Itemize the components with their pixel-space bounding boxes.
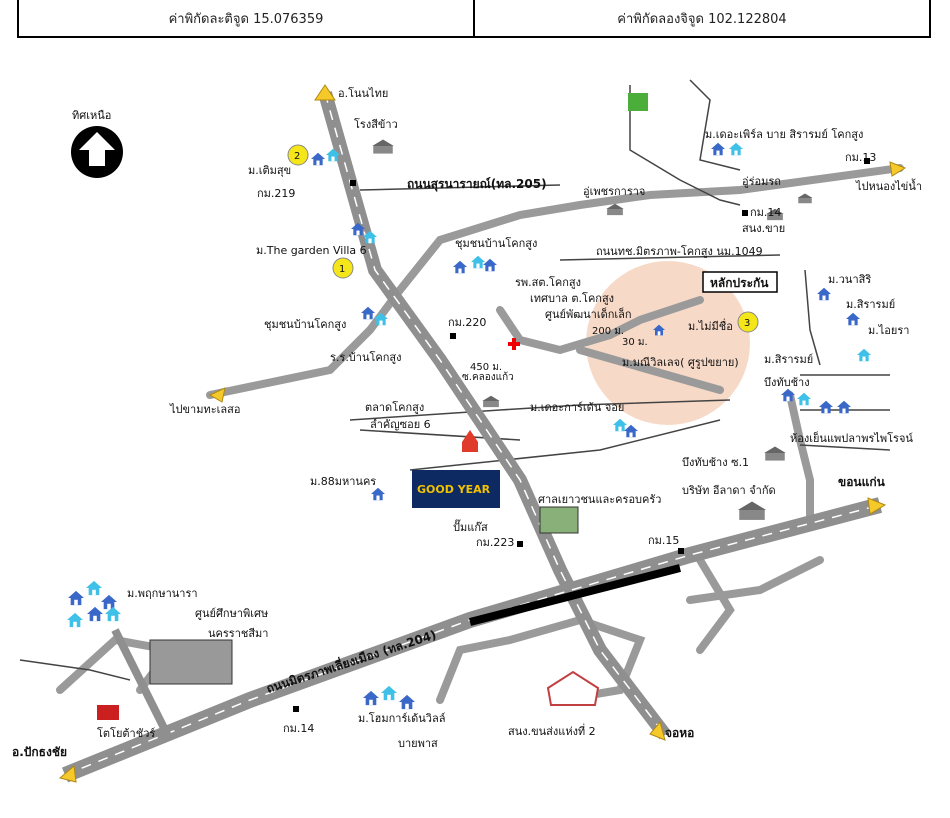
green-area bbox=[628, 93, 648, 111]
bai-phas-label: บายพาส bbox=[398, 737, 438, 750]
toyota-logo bbox=[97, 705, 119, 720]
km14-top-label: กม.14 bbox=[750, 206, 781, 219]
ban-toem-suk-label: ม.เติมสุข bbox=[248, 164, 291, 177]
sala-label: ศาลเยาวชนและครอบครัว bbox=[538, 493, 661, 506]
ban-phruksa-label: ม.พฤกษานารา bbox=[127, 587, 198, 600]
khon-kaen-label: ขอนแก่น bbox=[838, 475, 886, 489]
pak-thong-chai-label: อ.ปักธงชัย bbox=[12, 745, 67, 759]
km223-label: กม.223 bbox=[476, 536, 514, 549]
main-road-vertical bbox=[318, 91, 671, 740]
thanon-surnarai-label: ถนนสุรนารายณ์(ทล.205) bbox=[407, 177, 547, 192]
special-ed-building bbox=[149, 639, 233, 685]
marker-3: 3 bbox=[737, 311, 759, 333]
garden-villa-label: ม.The garden Villa 6 bbox=[256, 244, 367, 257]
u-om-rot-label: อู่ร่อมรถ bbox=[742, 175, 781, 188]
goodyear-logo bbox=[412, 470, 500, 508]
mittraphap-road-label: ถนนมิตรภาพเลี่ยงเมือง (ทล.204) bbox=[264, 626, 438, 696]
nonthai-label: อ.โนนไทย bbox=[338, 86, 388, 100]
special-ed-label: ศูนย์ศึกษาพิเศษ bbox=[195, 607, 268, 620]
bueng-thap-chang-1-label: บึงทับช้าง ซ.1 bbox=[682, 456, 749, 469]
lak-prakan-box bbox=[702, 271, 778, 293]
ban-manee-label: ม.มณีวิลเลจ( ศูรูปขยาย) bbox=[622, 356, 739, 369]
hospital-icon-v bbox=[512, 338, 516, 350]
lak-prakan-label: หลักประกัน bbox=[710, 276, 769, 290]
child-center-label: ศูนย์พัฒนาเด็กเล็ก bbox=[545, 307, 632, 321]
company-label: บริษัท อีลาดา จำกัด bbox=[682, 484, 776, 497]
km13-label: กม.13 bbox=[845, 151, 876, 164]
ban-sirarom-1-label: ม.สิรารมย์ bbox=[846, 298, 895, 311]
sala-building bbox=[539, 506, 579, 534]
ban-oy-ra-label: ม.ไอยรา bbox=[868, 324, 909, 337]
main-highway bbox=[61, 497, 883, 783]
road-1049-label: ถนนทช.มิตรภาพ-โคกสูง นม.1049 bbox=[596, 244, 763, 258]
km-post-icons bbox=[293, 158, 870, 712]
north-arrow-icon bbox=[71, 126, 123, 178]
sanong-khai-label: สนง.ขาย bbox=[742, 222, 785, 235]
km219-label: กม.219 bbox=[257, 187, 295, 200]
u-phetcharakan-label: อู่เพชรการาจ bbox=[583, 185, 645, 198]
bueng-thap-chang-label: บึงทับช้าง bbox=[764, 376, 810, 389]
km15-label: กม.15 bbox=[648, 534, 679, 547]
garden-home-label: ม.เดอะการ์เด้น จอย bbox=[530, 401, 624, 414]
svg-text:3: 3 bbox=[744, 318, 750, 329]
ban-88-label: ม.88มหานคร bbox=[310, 475, 376, 488]
toyota-label: โตโยต้าชัวร์ bbox=[97, 726, 155, 740]
community-left-label: ชุมชนบ้านโคกสูง bbox=[264, 317, 346, 331]
km14-bottom-label: กม.14 bbox=[283, 722, 314, 735]
ban-mai-si-rue-label: ม.ไม่มีชื่อ bbox=[688, 318, 733, 333]
latitude-cell: ค่าพิกัดละติจูด 15.076359 bbox=[168, 11, 324, 27]
cold-storage-label: ห้องเย็นแพปลาพรไพโรจน์ bbox=[790, 431, 913, 445]
north-label: ทิศเหนือ bbox=[72, 109, 111, 122]
sanong-khonsong-label: สนง.ขนส่งแห่งที่ 2 bbox=[508, 723, 596, 738]
svg-text:2: 2 bbox=[294, 151, 300, 162]
ban-home-garden-label: ม.โฮมการ์เด้นวิลล์ bbox=[358, 711, 445, 725]
chok-chai-label: จอหอ bbox=[665, 726, 694, 740]
marker-1: 1 bbox=[332, 257, 354, 279]
svg-text:1: 1 bbox=[339, 264, 345, 275]
secondary-roads bbox=[56, 164, 904, 704]
the-parc-label: ม.เดอะเพิร์ล บาย สิรารมย์ โคกสูง bbox=[705, 127, 863, 141]
dist30-label: 30 ม. bbox=[622, 337, 648, 348]
direction-arrows bbox=[58, 84, 907, 783]
to-thale-so-label: ไปขามทะเลสอ bbox=[169, 403, 240, 416]
to-nong-khai-nam-label: ไปหนองไข่น้ำ bbox=[855, 178, 922, 193]
sanong-khonsong-building bbox=[546, 670, 600, 706]
ban-wanasiri-label: ม.วนาสิริ bbox=[828, 273, 871, 286]
dist200-label: 200 ม. bbox=[592, 326, 624, 337]
tessaban-label: เทศบาล ต.โคกสูง bbox=[530, 291, 614, 305]
ban-sirarom-2-label: ม.สิรารมย์ bbox=[764, 353, 813, 366]
pump-gas-label: ปั๊มแก๊ส bbox=[453, 519, 488, 534]
nakhon-ratchasima-label: นครราชสีมา bbox=[208, 627, 268, 640]
goodyear-text: GOOD YEAR bbox=[417, 483, 491, 496]
talat-label: ตลาดโคกสูง bbox=[365, 400, 424, 414]
road-special-ed bbox=[111, 628, 174, 742]
community-top-label: ชุมชนบ้านโคกสูง bbox=[455, 236, 537, 250]
hospital-label: รพ.สต.โคกสูง bbox=[515, 275, 581, 289]
gas-station-icon bbox=[462, 430, 478, 452]
marker-2: 2 bbox=[287, 144, 309, 166]
school-label: ร.ร.บ้านโคกสูง bbox=[330, 350, 402, 364]
coordinate-bar: ค่าพิกัดละติจูด 15.076359 ค่าพิกัดลองจิจ… bbox=[17, 0, 931, 38]
longitude-cell: ค่าพิกัดลองจิจูด 102.122804 bbox=[473, 0, 929, 36]
khlong-kaeo-label: ซ.คลองแก้ว bbox=[462, 371, 514, 383]
km220-label: กม.220 bbox=[448, 316, 486, 329]
rice-mill-label: โรงสีข้าว bbox=[354, 117, 398, 131]
dist450-label: 450 ม. bbox=[470, 362, 502, 373]
soi6-label: ลำคัญซอย 6 bbox=[370, 418, 431, 431]
